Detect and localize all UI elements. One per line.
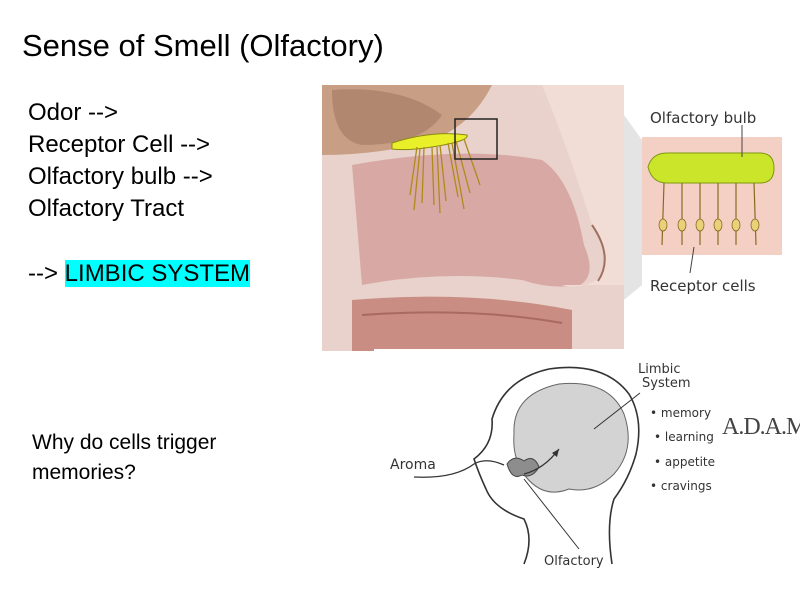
pathway-step: Receptor Cell --> [28, 131, 211, 158]
limbic-function-memory: • memory [650, 406, 711, 420]
label-limbic-line1: Limbic [638, 362, 681, 377]
limbic-head-figure: Limbic System • memory • learning • appe… [374, 349, 722, 580]
limbic-function-appetite: • appetite [654, 455, 715, 469]
pathway-step: Olfactory bulb --> [28, 163, 213, 190]
inset-bulb [647, 152, 775, 184]
olfactory-pathway-list: Odor --> Receptor Cell --> Olfactory bul… [28, 97, 213, 225]
arrow-text: --> [28, 260, 58, 287]
limbic-pathway-step: --> LIMBIC SYSTEM [28, 258, 251, 290]
limbic-system-highlight: LIMBIC SYSTEM [64, 260, 251, 287]
slide-title: Sense of Smell (Olfactory) [22, 28, 384, 63]
pathway-step: Olfactory Tract [28, 195, 185, 222]
inset-receptors [661, 182, 757, 246]
zoom-box [454, 118, 498, 160]
label-limbic-line2: System [642, 376, 690, 391]
brain-shape [513, 382, 629, 493]
pathway-step: Odor --> [28, 99, 119, 126]
limbic-function-learning: • learning [654, 430, 714, 444]
nasal-cavity [352, 153, 590, 287]
discussion-question: Why do cells trigger memories? [32, 431, 217, 484]
label-olfactory: Olfactory [544, 554, 604, 569]
receptor-fibers [409, 138, 481, 214]
label-aroma: Aroma [390, 457, 436, 473]
nasal-anatomy-figure: Olfactory bulb Receptor cells [322, 85, 782, 351]
label-receptor-cells: Receptor cells [650, 277, 756, 295]
limbic-function-cravings: • cravings [650, 479, 712, 493]
adam-logo: A.D.A.M. [722, 414, 800, 440]
label-olfactory-bulb: Olfactory bulb [650, 109, 756, 127]
